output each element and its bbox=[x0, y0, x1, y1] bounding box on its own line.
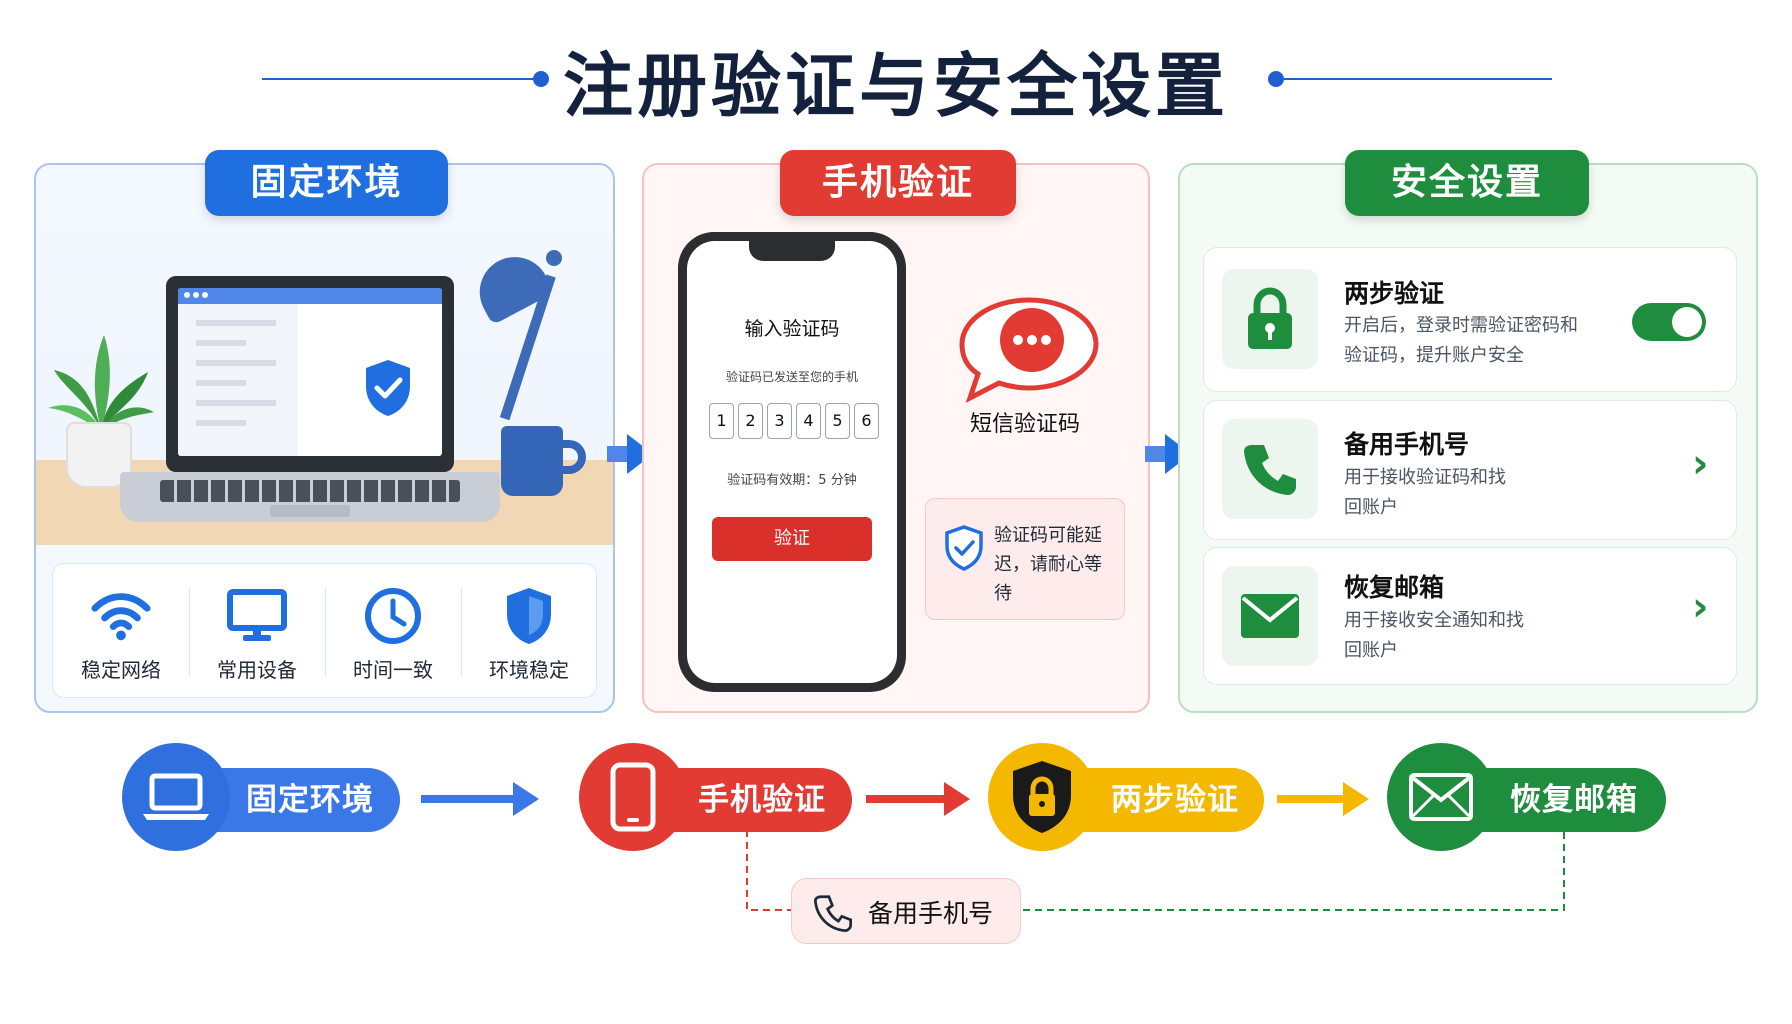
clock-icon bbox=[365, 588, 421, 644]
card-desc: 用于接收验证码和找回账户 bbox=[1344, 467, 1506, 518]
env-features-box: 稳定网络 常用设备 时间一致 环境稳定 bbox=[52, 563, 597, 698]
feature-label: 时间一致 bbox=[353, 658, 433, 682]
phone-verify-tag: 手机验证 bbox=[780, 150, 1016, 216]
backup-phone-card[interactable]: 备用手机号 用于接收验证码和找回账户 › bbox=[1203, 400, 1737, 540]
arrow-right-icon bbox=[607, 434, 653, 474]
code-validity-text: 验证码有效期：5 分钟 bbox=[727, 473, 857, 488]
mail-icon bbox=[1409, 773, 1473, 821]
code-digit-box[interactable]: 6 bbox=[854, 403, 879, 439]
laptop-icon bbox=[143, 773, 209, 820]
card-title: 恢复邮箱 bbox=[1344, 573, 1445, 602]
feature-time-sync: 时间一致 bbox=[325, 564, 461, 699]
security-tag: 安全设置 bbox=[1345, 150, 1589, 216]
backup-phone-label: 备用手机号 bbox=[868, 899, 994, 928]
card-desc: 开启后，登录时需验证密码和验证码，提升账户安全 bbox=[1344, 315, 1578, 366]
flow-circle-lock bbox=[988, 743, 1096, 851]
code-screen-subtitle: 验证码已发送至您的手机 bbox=[725, 370, 858, 384]
verify-button[interactable]: 验证 bbox=[712, 517, 872, 561]
mug-icon bbox=[501, 426, 563, 496]
mail-icon bbox=[1241, 594, 1299, 638]
lock-icon bbox=[1248, 287, 1292, 349]
desk-scene bbox=[36, 200, 613, 545]
flow-circle-laptop bbox=[122, 743, 230, 851]
shield-check-icon bbox=[945, 525, 983, 571]
flow-step-label: 恢复邮箱 bbox=[1510, 782, 1638, 818]
code-input-row[interactable]: 1 2 3 4 5 6 bbox=[709, 403, 879, 439]
delay-notice-text: 验证码可能延迟，请耐心等待 bbox=[994, 525, 1102, 604]
backup-phone-node: 备用手机号 bbox=[791, 878, 1021, 944]
feature-label: 常用设备 bbox=[217, 658, 297, 682]
phone-screen: 输入验证码 验证码已发送至您的手机 1 2 3 4 5 6 验证码有效期：5 分… bbox=[687, 241, 897, 683]
feature-label: 环境稳定 bbox=[489, 658, 569, 682]
feature-stable-network: 稳定网络 bbox=[53, 564, 189, 699]
flow-circle-phone bbox=[579, 743, 687, 851]
title-line-left bbox=[262, 78, 540, 80]
phone-icon bbox=[814, 895, 852, 932]
monitor-icon bbox=[227, 589, 287, 641]
chevron-right-icon[interactable]: › bbox=[1692, 584, 1709, 630]
plant-icon bbox=[48, 335, 154, 430]
wifi-icon bbox=[91, 593, 151, 641]
code-digit-box[interactable]: 5 bbox=[825, 403, 850, 439]
flow-step-label: 固定环境 bbox=[246, 782, 374, 818]
backup-connector bbox=[746, 830, 1565, 911]
title-line-right bbox=[1276, 78, 1552, 80]
recovery-email-card[interactable]: 恢复邮箱 用于接收安全通知和找回账户 › bbox=[1203, 547, 1737, 685]
phone-icon bbox=[610, 762, 656, 832]
chevron-right-icon[interactable]: › bbox=[1692, 441, 1709, 487]
flow-arrow-icon bbox=[1277, 782, 1369, 816]
card-desc: 用于接收安全通知和找回账户 bbox=[1344, 610, 1524, 661]
flow-step-label: 两步验证 bbox=[1111, 782, 1239, 818]
phone-icon bbox=[1244, 445, 1296, 495]
fixed-env-tag: 固定环境 bbox=[205, 150, 448, 216]
phone-mockup: 输入验证码 验证码已发送至您的手机 1 2 3 4 5 6 验证码有效期：5 分… bbox=[678, 232, 906, 692]
two-step-toggle[interactable] bbox=[1632, 303, 1706, 341]
feature-stable-env: 环境稳定 bbox=[461, 564, 597, 699]
code-screen-title: 输入验证码 bbox=[744, 318, 840, 340]
code-digit-box[interactable]: 1 bbox=[709, 403, 734, 439]
feature-common-device: 常用设备 bbox=[189, 564, 325, 699]
feature-label: 稳定网络 bbox=[81, 658, 161, 682]
card-title: 两步验证 bbox=[1344, 279, 1445, 308]
title-dot-left bbox=[533, 71, 549, 87]
code-digit-box[interactable]: 4 bbox=[796, 403, 821, 439]
lock-shield-icon bbox=[1013, 761, 1071, 833]
shield-check-icon bbox=[366, 360, 410, 416]
laptop-base bbox=[120, 472, 500, 522]
laptop-screen bbox=[166, 276, 454, 472]
code-digit-box[interactable]: 2 bbox=[738, 403, 763, 439]
code-digit-box[interactable]: 3 bbox=[767, 403, 792, 439]
flow-arrow-icon bbox=[866, 782, 970, 816]
flow-circle-mail bbox=[1387, 743, 1495, 851]
card-title: 备用手机号 bbox=[1344, 430, 1470, 459]
page-title: 注册验证与安全设置 bbox=[563, 45, 1229, 127]
two-step-card[interactable]: 两步验证 开启后，登录时需验证密码和验证码，提升账户安全 bbox=[1203, 247, 1737, 392]
sms-code-label: 短信验证码 bbox=[969, 412, 1080, 437]
sms-bubble-icon bbox=[959, 297, 1099, 404]
shield-icon bbox=[507, 588, 551, 644]
flow-arrow-icon bbox=[421, 782, 539, 816]
flow-step-label: 手机验证 bbox=[698, 782, 826, 818]
delay-notice: 验证码可能延迟，请耐心等待 bbox=[925, 498, 1125, 620]
